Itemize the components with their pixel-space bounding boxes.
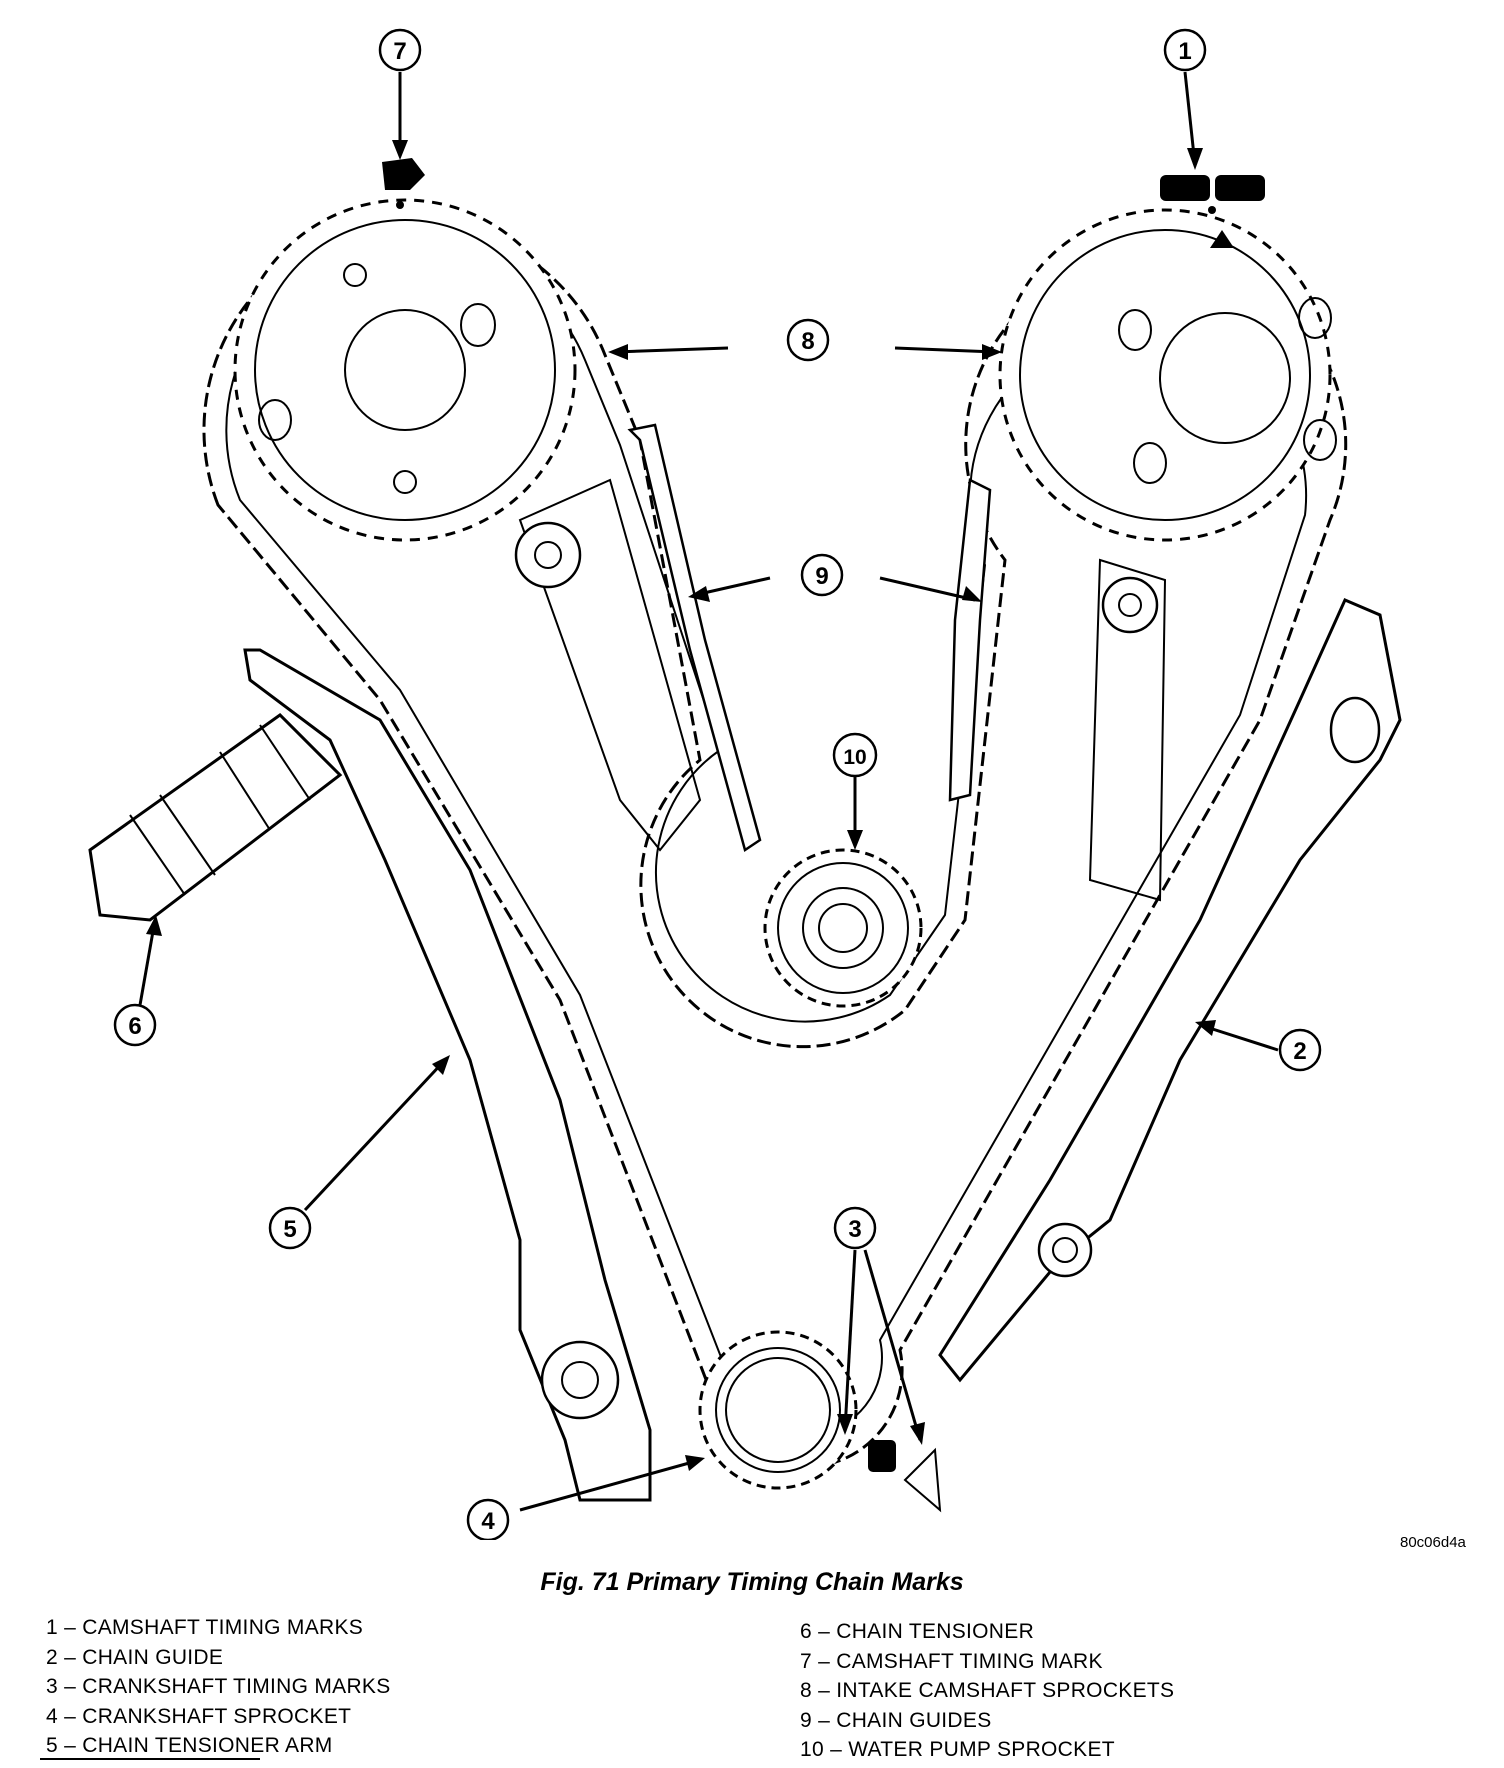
arrowhead-10 xyxy=(847,830,863,850)
callout-9: 9 xyxy=(800,553,844,597)
arrowhead-5 xyxy=(432,1055,450,1075)
timing-chain-diagram: 1 2 3 4 5 6 7 8 9 10 xyxy=(88,28,1402,1540)
left-idler-bracket xyxy=(514,478,702,852)
right-camshaft-sprocket xyxy=(998,208,1337,542)
callout-5-label: 5 xyxy=(283,1216,296,1243)
callout-7-label: 7 xyxy=(393,38,406,65)
callout-10: 10 xyxy=(832,732,878,778)
chain-guide-bolt xyxy=(1037,1222,1093,1278)
arrow-3b xyxy=(863,1249,922,1441)
legend-item: 4 – CRANKSHAFT SPROCKET xyxy=(46,1704,352,1728)
legend-item: 1 – CAMSHAFT TIMING MARKS xyxy=(46,1616,364,1639)
callout-5: 5 xyxy=(268,1206,312,1250)
left-camshaft-timing-mark xyxy=(382,158,425,209)
figure-caption: Fig. 71 Primary Timing Chain Marks xyxy=(540,1568,964,1596)
arrow-3a xyxy=(843,1249,857,1431)
callout-6-label: 6 xyxy=(128,1013,141,1040)
legend-item: 9 – CHAIN GUIDES xyxy=(800,1708,992,1732)
figure-code: 80c06d4a xyxy=(1400,1534,1466,1551)
callout-1: 1 xyxy=(1163,28,1207,72)
divider-rule xyxy=(40,1758,260,1760)
crankshaft-sprocket xyxy=(698,1330,858,1490)
arrowhead-3b xyxy=(910,1422,925,1445)
arrowhead-9a xyxy=(688,586,710,602)
callout-9-label: 9 xyxy=(815,563,828,590)
chain-tensioner-arm xyxy=(243,648,652,1502)
legend-item: 3 – CRANKSHAFT TIMING MARKS xyxy=(46,1675,391,1698)
callout-8-label: 8 xyxy=(801,328,814,355)
leader-lines xyxy=(138,71,1279,1512)
arrowhead-4 xyxy=(685,1455,705,1471)
legend-item: 8 – INTAKE CAMSHAFT SPROCKETS xyxy=(800,1679,1175,1702)
arrowhead-1 xyxy=(1187,148,1203,170)
callout-4-label: 4 xyxy=(481,1508,495,1535)
crankshaft-timing-marks xyxy=(868,1440,942,1513)
legend-left: 1 – CAMSHAFT TIMING MARKS 2 – CHAIN GUID… xyxy=(46,1616,391,1764)
water-pump-sprocket xyxy=(763,848,923,1008)
callout-10-label: 10 xyxy=(843,746,866,769)
legend-item: 10 – WATER PUMP SPROCKET xyxy=(800,1738,1115,1761)
legend-item: 7 – CAMSHAFT TIMING MARK xyxy=(800,1649,1103,1673)
arrow-9b xyxy=(879,576,976,602)
arrow-5 xyxy=(303,1058,447,1212)
right-camshaft-timing-marks xyxy=(1160,175,1265,248)
right-chain-guide xyxy=(948,478,992,802)
arrowhead-2 xyxy=(1195,1020,1216,1036)
callout-1-label: 1 xyxy=(1178,38,1191,65)
arrowhead-9b xyxy=(962,586,982,602)
arrowhead-7 xyxy=(392,140,408,160)
chain-guide xyxy=(938,598,1402,1383)
chain-guide-slot xyxy=(1329,696,1381,764)
arrow-4 xyxy=(519,1458,701,1512)
tensioner-arm-pivot xyxy=(540,1340,620,1420)
right-idler-bracket xyxy=(1088,558,1167,902)
arrowhead-3a xyxy=(837,1414,853,1435)
legend-item: 6 – CHAIN TENSIONER xyxy=(800,1620,1035,1643)
legend-item: 2 – CHAIN GUIDE xyxy=(46,1645,224,1669)
arrowhead-8b xyxy=(982,344,1002,360)
arrow-8b xyxy=(894,346,996,354)
arrowhead-8a xyxy=(608,344,628,360)
chain-tensioner xyxy=(88,713,343,922)
callout-8: 8 xyxy=(786,318,830,362)
callout-3: 3 xyxy=(833,1206,877,1250)
callout-6: 6 xyxy=(113,1003,157,1047)
legend-right: 6 – CHAIN TENSIONER 7 – CAMSHAFT TIMING … xyxy=(800,1620,1174,1768)
callout-4: 4 xyxy=(466,1498,510,1540)
timing-chain xyxy=(202,220,1348,1469)
arrow-heads xyxy=(146,140,1216,1471)
arrowhead-6 xyxy=(146,915,162,936)
callout-2-label: 2 xyxy=(1293,1038,1306,1065)
callout-3-label: 3 xyxy=(848,1216,861,1243)
callout-2: 2 xyxy=(1278,1028,1322,1072)
arrow-8a xyxy=(614,346,729,354)
left-chain-guide xyxy=(627,423,762,852)
legend-item: 5 – CHAIN TENSIONER ARM xyxy=(46,1734,333,1757)
callout-7: 7 xyxy=(378,28,422,72)
left-camshaft-sprocket xyxy=(233,198,577,542)
